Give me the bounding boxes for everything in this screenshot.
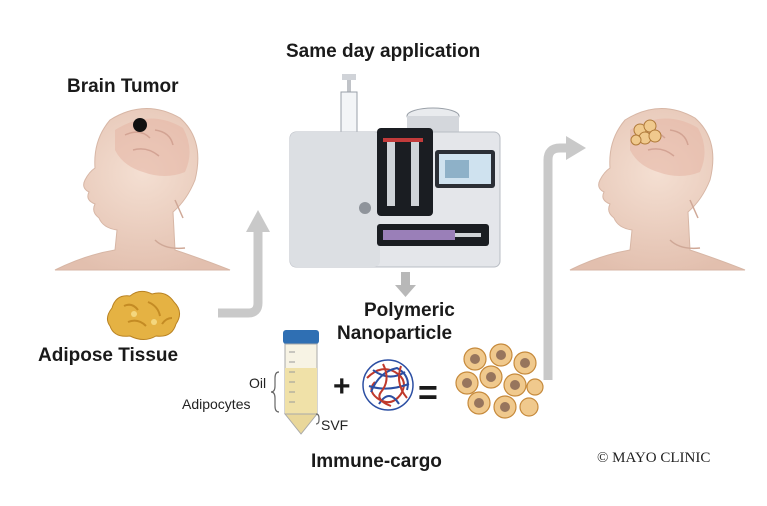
polymeric-nanoparticle-image xyxy=(362,359,414,411)
nanoparticle-label: Nanoparticle xyxy=(337,323,453,344)
patient-head-with-tumor xyxy=(54,108,231,271)
immune-cargo-cluster-in-brain xyxy=(630,119,662,146)
centrifuge-tube xyxy=(283,330,319,435)
immune-cargo-label: Immune-cargo xyxy=(311,451,442,472)
processing-device xyxy=(289,74,501,268)
adipose-tissue-image xyxy=(106,290,180,340)
equals-sign: = xyxy=(418,374,438,412)
adipose-tissue-label: Adipose Tissue xyxy=(38,345,179,366)
copyright-notice: © MAYO CLINIC xyxy=(597,450,711,466)
tumor-spot xyxy=(133,118,147,132)
same-day-application-label: Same day application xyxy=(286,41,481,62)
svf-label: SVF xyxy=(321,417,349,433)
adipocytes-label: Adipocytes xyxy=(182,396,251,412)
immune-cargo-cluster xyxy=(455,343,544,419)
plus-sign: + xyxy=(333,370,351,403)
oil-label: Oil xyxy=(249,375,267,391)
device-knob xyxy=(359,202,371,214)
brain-tumor-label: Brain Tumor xyxy=(67,76,179,97)
patient-head-treated xyxy=(569,108,746,271)
polymeric-label: Polymeric xyxy=(364,300,455,321)
